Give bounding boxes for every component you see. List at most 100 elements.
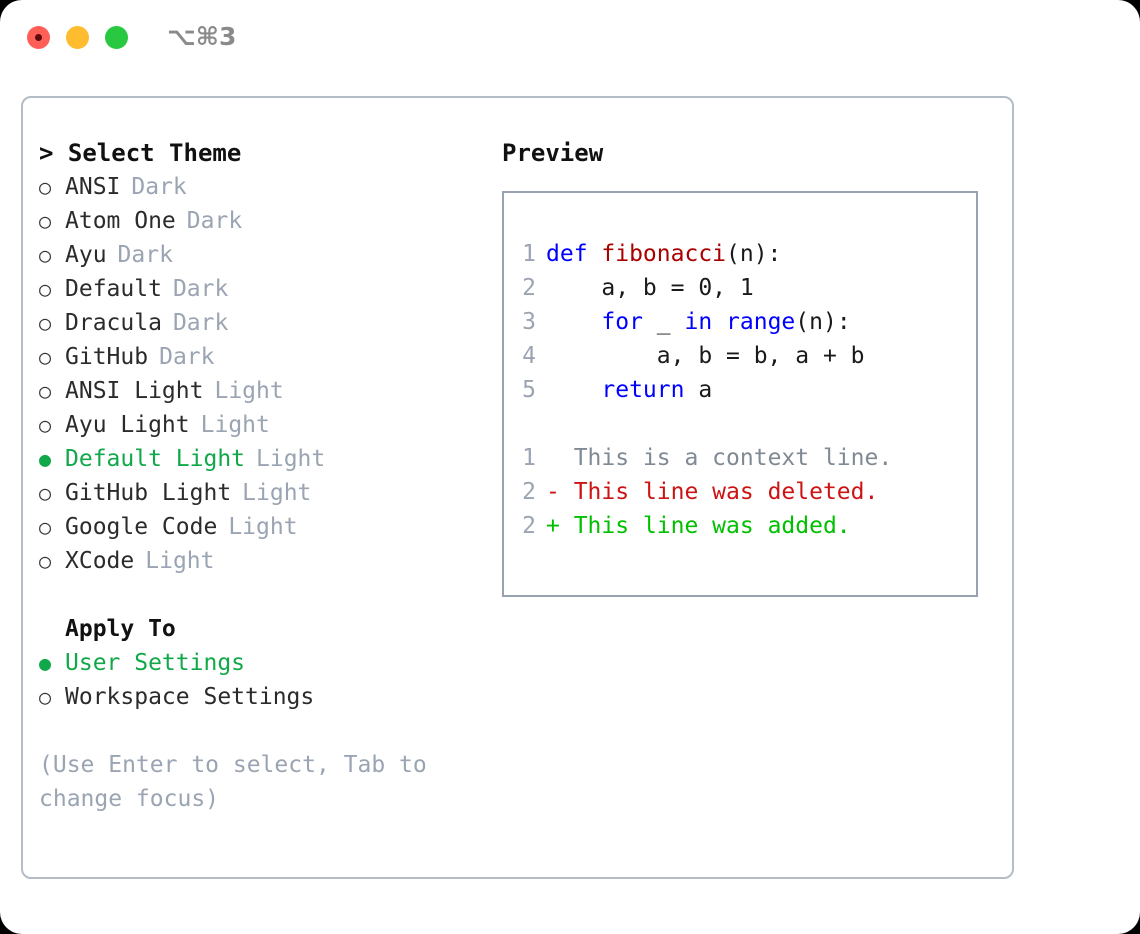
code-token-kw: range [726, 309, 796, 335]
theme-option-variant: Light [214, 378, 284, 404]
diff-line-add: 2 + This line was added. [504, 509, 976, 543]
theme-option-label: ANSI [65, 174, 121, 200]
diff-line-number: 2 [522, 513, 536, 539]
theme-option-variant: Dark [172, 276, 229, 302]
window-shortcut-label: ⌥⌘3 [167, 22, 237, 51]
diff-line-number: 1 [522, 445, 536, 471]
theme-option-ayu-light[interactable]: ○ Ayu Light Light [39, 408, 499, 442]
theme-option-label: Atom One [65, 208, 176, 234]
section-spacer [39, 578, 499, 612]
radio-unselected-icon: ○ [39, 277, 52, 301]
code-line-content: a, b = b, a + b [546, 339, 865, 373]
code-line-content: return a [546, 373, 712, 407]
code-token-fn: fibonacci [601, 241, 727, 267]
theme-option-label: Default [65, 276, 162, 302]
theme-option-variant: Light [228, 514, 298, 540]
theme-option-label: Default Light [65, 446, 246, 472]
code-line-content: for _ in range(n): [546, 305, 851, 339]
theme-option-variant: Light [200, 412, 270, 438]
diff-line-text: This line was added. [559, 513, 851, 539]
theme-option-label: Google Code [65, 514, 218, 540]
maximize-window-button[interactable] [105, 26, 128, 49]
diff-line-sign: - [546, 479, 560, 505]
radio-selected-icon: ● [39, 651, 52, 675]
code-line-content: def fibonacci(n): [546, 237, 781, 271]
diff-line-content: + This line was added. [546, 509, 851, 543]
radio-unselected-icon: ○ [39, 515, 52, 539]
diff-line-text: This line was deleted. [559, 479, 879, 505]
code-token-plain: (n): [795, 309, 851, 335]
apply-to-option-label: User Settings [65, 650, 246, 676]
theme-option-xcode[interactable]: ○ XCode Light [39, 544, 499, 578]
code-line-number: 5 [522, 377, 536, 403]
theme-option-label: Ayu Light [65, 412, 190, 438]
code-token-plain: _ [642, 309, 685, 335]
theme-option-atom-one[interactable]: ○ Atom One Dark [39, 204, 499, 238]
theme-option-label: Ayu [65, 242, 107, 268]
theme-option-variant: Light [256, 446, 326, 472]
code-token-plain: a [684, 377, 713, 403]
select-theme-header: > Select Theme [39, 139, 242, 167]
theme-option-label: XCode [65, 548, 135, 574]
traffic-lights [27, 26, 128, 49]
code-token-plain: a, b = 0, 1 [546, 275, 754, 301]
radio-selected-icon: ● [39, 447, 52, 471]
theme-option-variant: Light [242, 480, 312, 506]
apply-to-option-user-settings[interactable]: ● User Settings [39, 646, 499, 680]
radio-unselected-icon: ○ [39, 345, 52, 369]
code-line-number: 3 [522, 309, 536, 335]
code-token-plain: (n): [726, 241, 782, 267]
radio-unselected-icon: ○ [39, 413, 52, 437]
theme-option-variant: Dark [186, 208, 243, 234]
diff-line-ctx: 1 This is a context line. [504, 441, 976, 475]
code-token-plain [712, 309, 726, 335]
radio-unselected-icon: ○ [39, 481, 52, 505]
radio-unselected-icon: ○ [39, 175, 52, 199]
theme-option-variant: Dark [172, 310, 229, 336]
diff-line-del: 2- This line was deleted. [504, 475, 976, 509]
close-window-button[interactable] [27, 26, 50, 49]
theme-option-default[interactable]: ○ Default Dark [39, 272, 499, 306]
diff-line-sign [546, 445, 560, 471]
code-token-plain [546, 377, 601, 403]
code-token-plain [546, 309, 601, 335]
code-line-content: a, b = 0, 1 [546, 271, 754, 305]
radio-unselected-icon: ○ [39, 209, 52, 233]
theme-option-label: ANSI Light [65, 378, 204, 404]
code-token-kw: for [601, 309, 643, 335]
code-token-kw: def [546, 241, 602, 267]
apply-to-option-workspace-settings[interactable]: ○Workspace Settings [39, 680, 499, 714]
code-line-number: 2 [522, 275, 536, 301]
code-line-number: 4 [522, 343, 536, 369]
radio-unselected-icon: ○ [39, 549, 52, 573]
diff-line-number: 2 [522, 479, 536, 505]
diff-line-content: This is a context line. [546, 441, 893, 475]
theme-option-variant: Light [145, 548, 215, 574]
title-bar: ⌥⌘3 [0, 0, 1140, 76]
theme-option-default-light[interactable]: ● Default Light Light [39, 442, 499, 476]
code-line: 4 a, b = b, a + b [504, 339, 976, 373]
code-token-plain: a, b = b, a + b [546, 343, 865, 369]
code-line: 2 a, b = 0, 1 [504, 271, 976, 305]
code-diff-gap [504, 407, 976, 441]
code-line: 5 return a [504, 373, 976, 407]
theme-option-variant: Dark [117, 242, 173, 268]
minimize-window-button[interactable] [66, 26, 89, 49]
theme-option-google-code[interactable]: ○ Google Code Light [39, 510, 499, 544]
preview-title: Preview [502, 139, 604, 167]
radio-unselected-icon: ○ [39, 311, 52, 335]
radio-unselected-icon: ○ [39, 243, 52, 267]
theme-option-ayu[interactable]: ○ Ayu Dark [39, 238, 499, 272]
